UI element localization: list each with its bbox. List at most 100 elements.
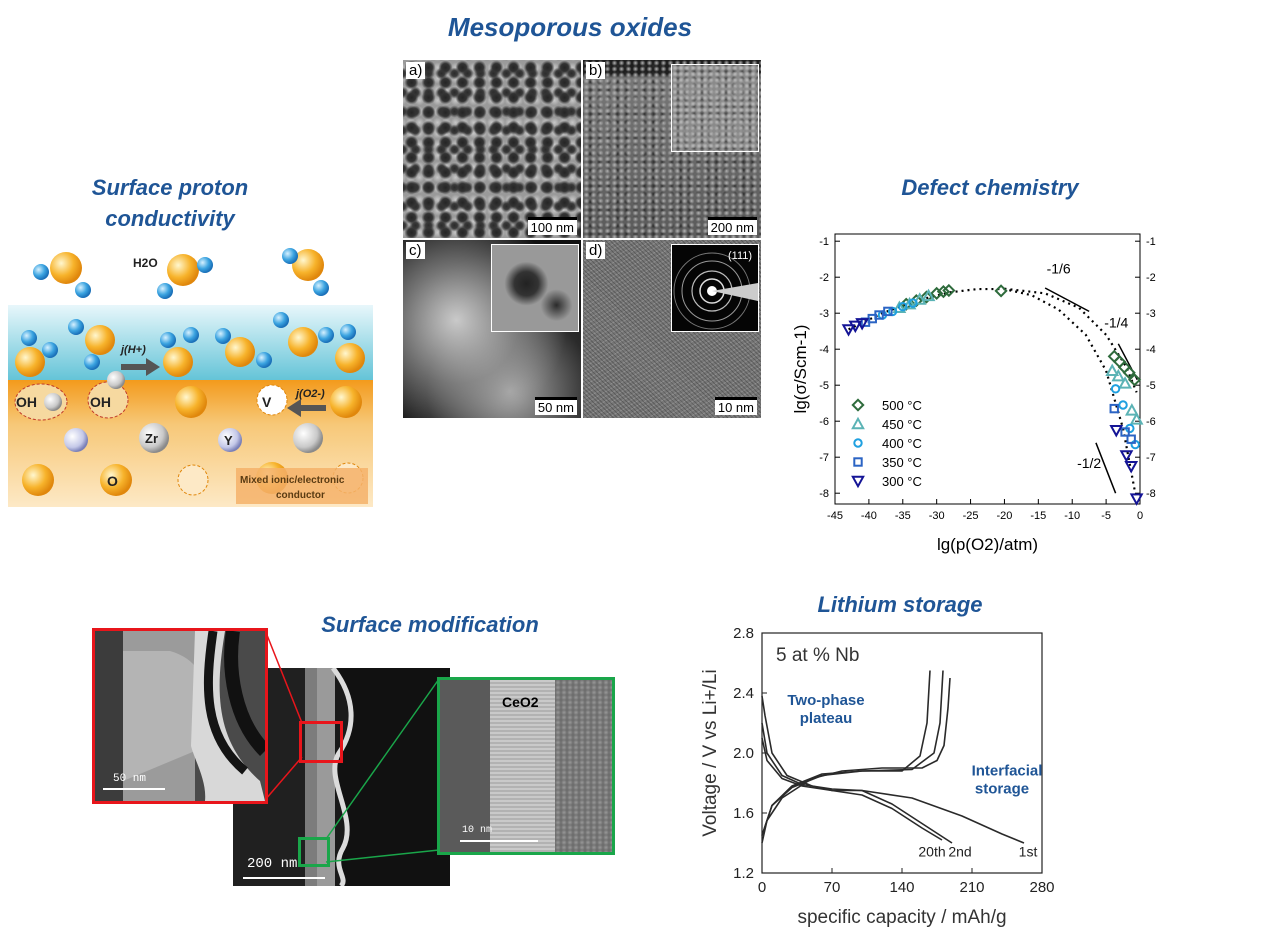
- micrograph-b-label: b): [586, 62, 606, 79]
- proton-title: Surface proton conductivity: [40, 172, 300, 234]
- proton-title-line1: Surface proton: [91, 175, 249, 200]
- micrograph-d-scalebar: 10 nm: [714, 397, 757, 415]
- defect-slope-label: -1/2: [1077, 455, 1101, 471]
- defect-slope-label: -1/4: [1104, 315, 1128, 331]
- jh-label: j(H+): [119, 344, 146, 356]
- tem-main-scalebar: 200 nm: [247, 856, 298, 872]
- defect-y-tick-label-right: -8: [1146, 488, 1156, 500]
- defect-point: [874, 310, 884, 320]
- defect-point: [1122, 365, 1136, 380]
- defect-y-tick-label: -4: [819, 344, 829, 356]
- li-callout-plateau-1: Two-phase: [787, 692, 864, 709]
- defect-point: [855, 318, 870, 331]
- li-x-axis-label: specific capacity / mAh/g: [797, 907, 1006, 928]
- li-y-tick-label: 1.6: [733, 805, 754, 822]
- defect-x-tick-label: -10: [1064, 510, 1080, 522]
- li-plot-frame: [761, 632, 1043, 874]
- defect-legend-marker: [851, 398, 865, 412]
- surface-mod-title: Surface modification: [321, 612, 539, 637]
- jo-label: j(O2-): [294, 388, 325, 400]
- li-x-tick-label: 280: [1029, 879, 1054, 896]
- defect-point: [1119, 450, 1134, 463]
- defect-point: [1129, 493, 1144, 506]
- defect-title: Defect chemistry: [901, 175, 1079, 200]
- defect-legend-marker: [851, 416, 865, 430]
- defect-legend-label: 300 °C: [882, 474, 922, 489]
- defect-y-tick-label-right: -3: [1146, 308, 1156, 320]
- defect-point: [848, 320, 863, 334]
- li-curve: [761, 737, 943, 841]
- tem-red-marker: [299, 721, 343, 763]
- defect-point: [1120, 427, 1130, 437]
- defect-slope-line: [1044, 287, 1090, 313]
- defect-x-tick-label: 0: [1137, 510, 1143, 522]
- defect-point: [902, 296, 917, 310]
- defect-x-tick-label: -45: [827, 510, 843, 522]
- defect-point: [841, 324, 856, 337]
- defect-x-tick-label: -30: [929, 510, 945, 522]
- tem-green-coating: [555, 680, 612, 852]
- defect-y-tick-label: -7: [819, 452, 829, 464]
- defect-series: [841, 318, 1144, 506]
- defect-point: [883, 306, 893, 317]
- li-x-tick-label: 0: [758, 879, 766, 896]
- defect-point: [1109, 403, 1119, 414]
- defect-legend-label: 450 °C: [882, 417, 922, 432]
- defect-point: [1118, 400, 1128, 410]
- defect-point: [912, 292, 927, 305]
- defect-y-tick-label: -1: [819, 236, 829, 248]
- micrograph-grid: a) 100 nm b) 200 nm c) 50 nm (111) d) 10…: [402, 59, 762, 419]
- defect-x-tick-label: -20: [996, 510, 1012, 522]
- micrograph-a-label: a): [406, 62, 426, 79]
- defect-point: [898, 302, 908, 312]
- tem-red-zoom: 50 nm: [92, 628, 268, 804]
- defect-point: [1111, 368, 1126, 382]
- vo-label: V: [262, 394, 272, 410]
- li-callout-interfacial-2: storage: [975, 781, 1029, 798]
- defect-point: [1129, 412, 1144, 425]
- li-callout-plateau-2: plateau: [800, 710, 853, 727]
- defect-y-tick-label: -2: [819, 272, 829, 284]
- defect-y-tick-label: -8: [819, 488, 829, 500]
- li-curve: [761, 677, 951, 844]
- micrograph-c-scalebar: 50 nm: [534, 397, 577, 415]
- li-x-tick-label: 210: [959, 879, 984, 896]
- li-annotation: 5 at % Nb: [776, 645, 859, 666]
- defect-series: [892, 288, 1144, 425]
- tem-green-scaleline: [460, 840, 538, 842]
- defect-legend-label: 350 °C: [882, 455, 922, 470]
- defect-point: [942, 283, 956, 298]
- defect-x-tick-label: -15: [1030, 510, 1046, 522]
- defect-x-axis-label: lg(p(O2)/atm): [937, 535, 1038, 554]
- micrograph-c: c) 50 nm: [403, 240, 581, 418]
- defect-point: [921, 288, 936, 302]
- micrograph-a-scalebar: 100 nm: [527, 217, 577, 235]
- defect-legend-marker: [853, 438, 863, 448]
- defect-point: [1127, 373, 1142, 387]
- li-curve: [761, 670, 931, 836]
- defect-y-axis-label: lg(σ/Scm-1): [791, 325, 810, 414]
- defect-x-tick-label: -25: [963, 510, 979, 522]
- defect-legend-marker: [851, 475, 865, 489]
- defect-point: [1105, 363, 1120, 376]
- defect-point: [936, 284, 951, 299]
- defect-legend-label: 400 °C: [882, 436, 922, 451]
- li-cycle-label: 20th: [918, 844, 945, 860]
- micrograph-b-inset: [671, 64, 759, 152]
- micrograph-a: a) 100 nm: [403, 60, 581, 238]
- defect-slope-line: [1095, 442, 1117, 494]
- li-curve: [761, 722, 953, 844]
- defect-point: [1124, 461, 1139, 474]
- y-label: Y: [224, 433, 233, 448]
- defect-x-tick-label: -40: [861, 510, 877, 522]
- diffraction-rings: (111): [673, 250, 758, 330]
- lithium-title: Lithium storage: [817, 592, 983, 617]
- li-x-tick-label: 70: [824, 879, 841, 896]
- oh2-label: OH: [90, 394, 111, 410]
- defect-y-tick-label: -5: [819, 380, 829, 392]
- h2o-label: H2O: [133, 256, 158, 270]
- defect-point: [930, 286, 944, 301]
- defect-point: [1118, 376, 1132, 389]
- defect-point: [1124, 403, 1139, 416]
